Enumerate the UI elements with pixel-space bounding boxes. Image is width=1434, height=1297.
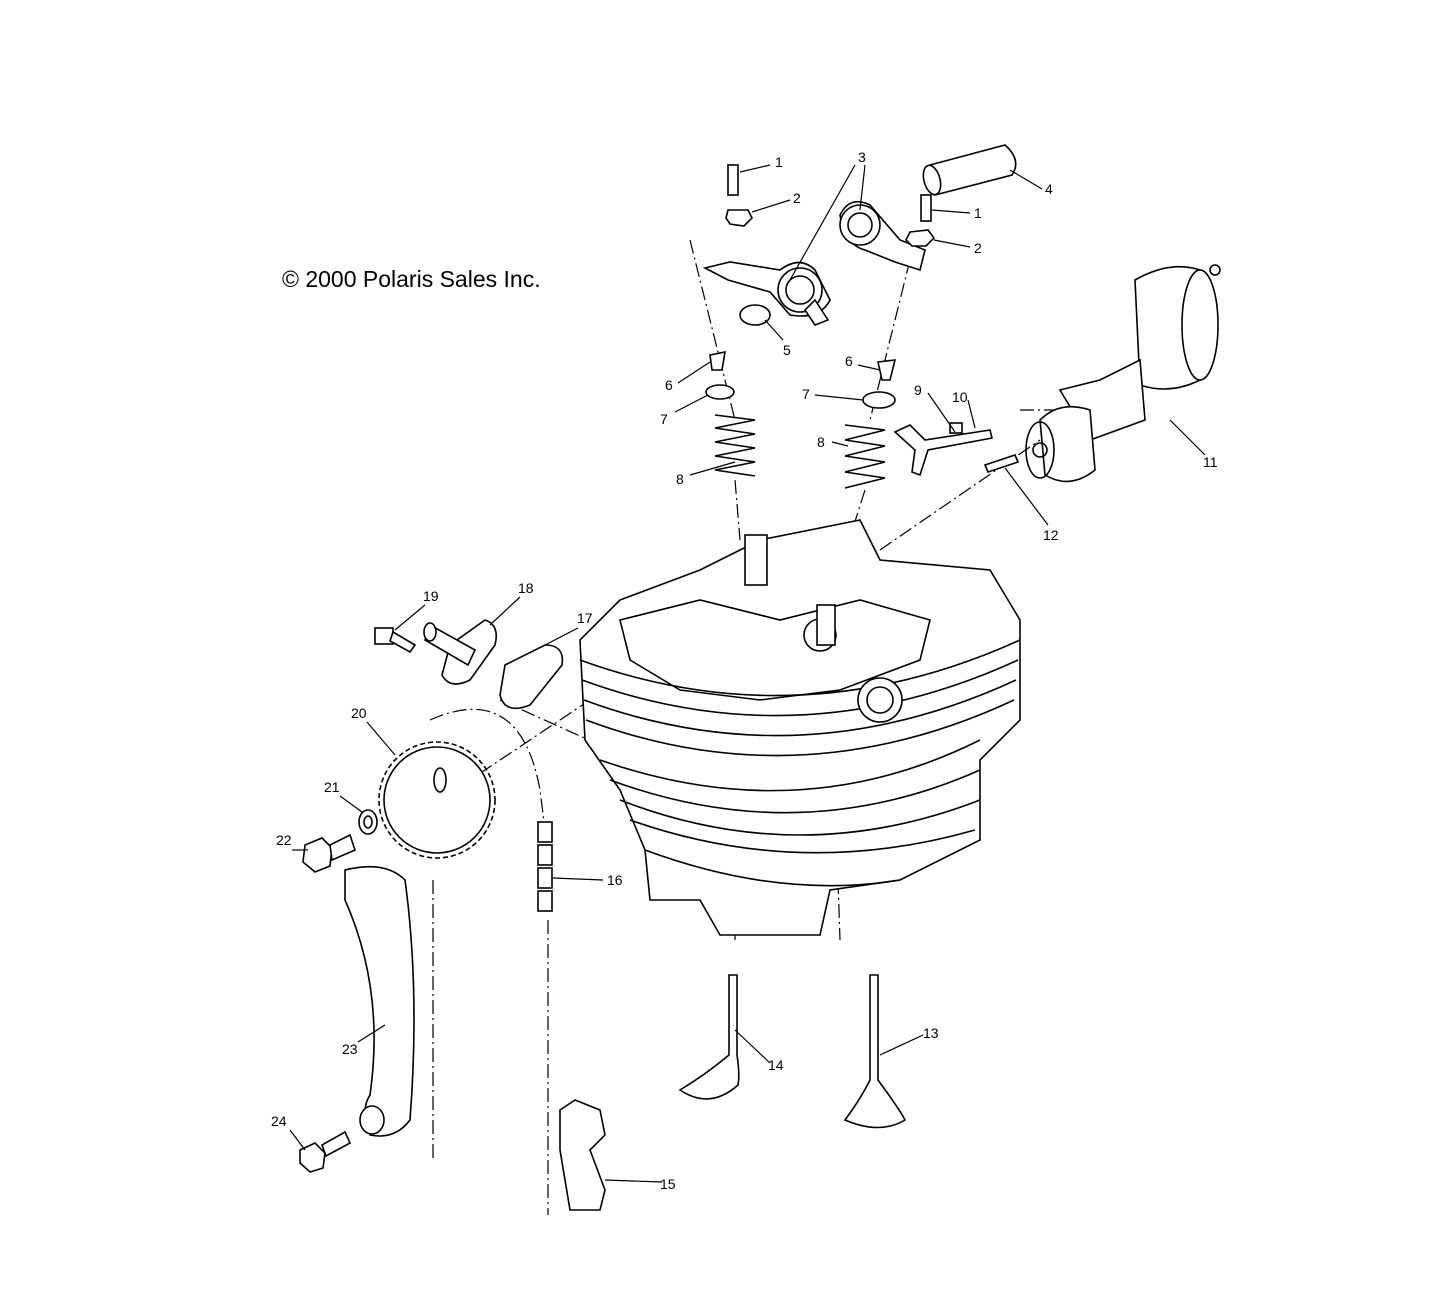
sprocket-washer xyxy=(358,809,378,835)
exhaust-valve xyxy=(843,974,907,1129)
chain-tensioner xyxy=(423,619,498,685)
rocker-arm-right xyxy=(839,200,926,272)
copyright-notice: © 2000 Polaris Sales Inc. xyxy=(282,266,541,292)
callout-19: 19 xyxy=(423,588,439,604)
callout-2: 2 xyxy=(793,190,801,206)
callout-6: 6 xyxy=(845,353,853,369)
callout-8: 8 xyxy=(817,434,825,450)
blade-bolt xyxy=(299,1130,352,1173)
cam-chain xyxy=(537,821,553,912)
callout-7: 7 xyxy=(802,386,810,402)
callout-21: 21 xyxy=(324,779,340,795)
callout-3: 3 xyxy=(858,149,866,165)
decompression-lever xyxy=(893,424,993,477)
callout-2: 2 xyxy=(974,240,982,256)
callout-14: 14 xyxy=(768,1057,784,1073)
spring-retainer-left xyxy=(705,384,735,400)
callout-4: 4 xyxy=(1045,181,1053,197)
callout-17: 17 xyxy=(577,610,593,626)
callout-15: 15 xyxy=(660,1176,676,1192)
callout-24: 24 xyxy=(271,1113,287,1129)
tensioner-bolt xyxy=(374,627,417,654)
chain-guide xyxy=(559,1099,606,1211)
callout-9: 9 xyxy=(914,382,922,398)
callout-10: 10 xyxy=(952,389,968,405)
callout-13: 13 xyxy=(923,1025,939,1041)
tensioner-gasket xyxy=(499,644,564,710)
sprocket-bolt xyxy=(302,833,356,873)
valve-spring-right xyxy=(844,424,886,489)
cam-pin xyxy=(983,454,1020,473)
callout-18: 18 xyxy=(518,580,534,596)
valve-keeper-left xyxy=(709,350,726,371)
valve-spring-left xyxy=(714,414,756,477)
camshaft xyxy=(1025,264,1221,483)
callout-23: 23 xyxy=(342,1041,358,1057)
adjuster-screws xyxy=(725,164,936,247)
spring-retainer-right xyxy=(862,391,896,409)
callout-7: 7 xyxy=(660,411,668,427)
valve-keeper-right xyxy=(877,359,897,381)
callout-5: 5 xyxy=(783,342,791,358)
callout-11: 11 xyxy=(1203,454,1218,470)
callout-20: 20 xyxy=(351,705,367,721)
cam-sprocket xyxy=(378,741,496,859)
intake-valve xyxy=(678,974,740,1100)
lever-spring xyxy=(949,422,963,434)
rocker-arm-left xyxy=(702,261,831,326)
callout-1: 1 xyxy=(775,154,783,170)
callout-12: 12 xyxy=(1043,527,1059,543)
callout-8: 8 xyxy=(676,471,684,487)
callout-16: 16 xyxy=(607,872,623,888)
rocker-shaft xyxy=(922,144,1017,196)
callout-1: 1 xyxy=(974,205,982,221)
cylinder-head xyxy=(579,519,1021,936)
tensioner-blade xyxy=(344,865,415,1137)
callout-6: 6 xyxy=(665,377,673,393)
washer xyxy=(739,304,771,326)
callout-22: 22 xyxy=(276,832,292,848)
callout-numbers: 1 2 3 4 1 2 5 6 6 7 7 8 8 9 10 11 12 13 … xyxy=(271,149,1218,1192)
leader-lines xyxy=(289,164,1206,1183)
